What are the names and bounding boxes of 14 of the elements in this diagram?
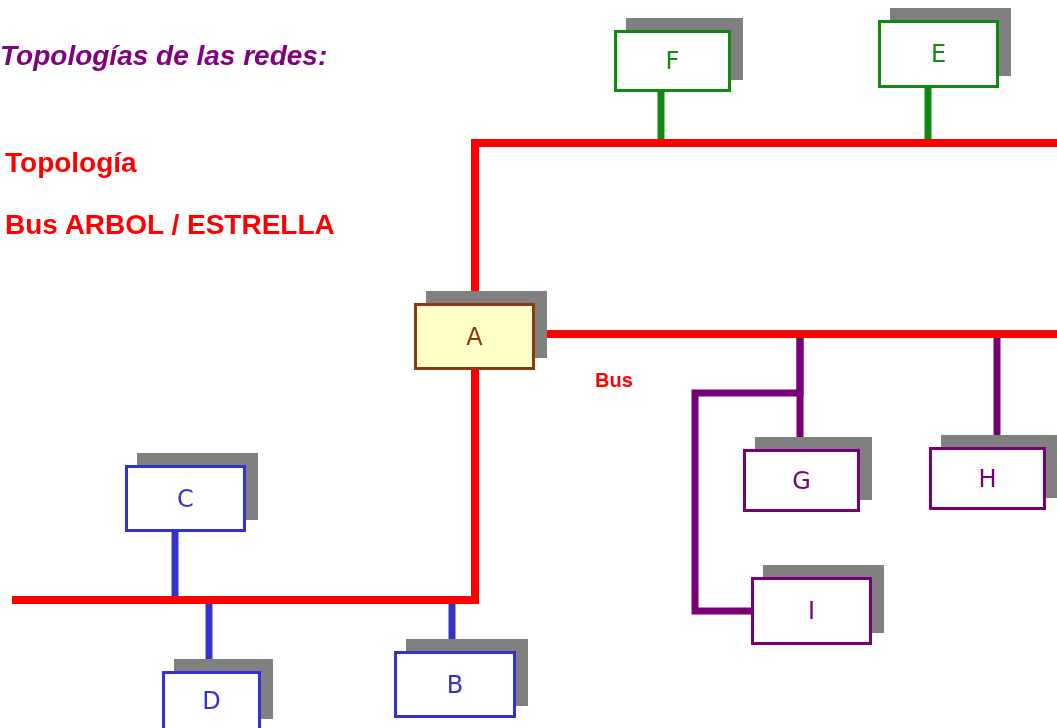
node-label: E [930,40,947,68]
node-label: A [466,322,483,351]
heading-text: Topología [5,147,137,179]
bus-label: Bus [595,369,633,392]
node-label: D [202,687,221,715]
node-label: I [807,597,816,625]
node-label: C [177,484,194,513]
node-label: B [446,670,464,699]
node-label: G [792,466,811,495]
node-label: F [665,47,680,75]
heading-text: Bus ARBOL / ESTRELLA [5,209,335,241]
node-label: H [978,464,997,493]
connector-line [471,370,479,596]
title: Topologías de las redes: [0,40,328,72]
